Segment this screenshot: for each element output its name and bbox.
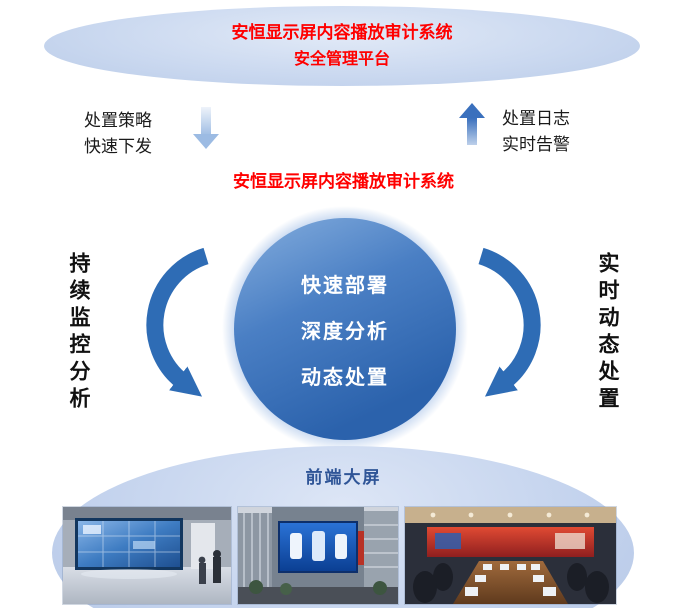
photo-conference-room [405,507,616,604]
up-arrow-icon [458,103,486,145]
banner-title-line1: 安恒显示屏内容播放审计系统 [231,23,453,43]
core-circle: 快速部署 深度分析 动态处置 [234,218,456,440]
front-screens-title: 前端大屏 [305,468,382,487]
up-flow-line1: 处置日志 [502,109,570,128]
down-arrow-icon [192,107,220,149]
up-flow-label: 处置日志 实时告警 [502,106,570,159]
core-item-handle: 动态处置 [301,366,389,389]
down-flow-label: 处置策略 快速下发 [84,108,152,161]
up-arrow-shaft [467,118,477,145]
photo-control-room [63,507,231,604]
top-platform-banner: 安恒显示屏内容播放审计系统 安全管理平台 [44,6,640,86]
down-arrow-shaft [201,107,211,134]
core-item-analyze: 深度分析 [301,320,389,343]
right-side-label: 实时动态处置 [596,252,619,414]
down-arrow-head [193,134,219,149]
left-curved-arrow-icon [146,247,209,397]
core-item-deploy: 快速部署 [301,274,389,297]
control-room-image [63,507,231,604]
photo-row [63,507,616,604]
photo-outdoor-billboard [238,507,398,604]
outdoor-billboard-image [238,507,398,604]
down-flow-line1: 处置策略 [84,111,152,130]
system-title: 安恒显示屏内容播放审计系统 [233,172,454,191]
up-arrow-head [459,103,485,118]
up-flow-line2: 实时告警 [502,135,570,155]
left-side-label: 持续监控分析 [67,252,90,414]
right-curved-arrow-icon [478,247,541,397]
conference-room-image [405,507,616,604]
down-flow-line2: 快速下发 [84,137,152,157]
banner-title-line2: 安全管理平台 [293,50,390,68]
